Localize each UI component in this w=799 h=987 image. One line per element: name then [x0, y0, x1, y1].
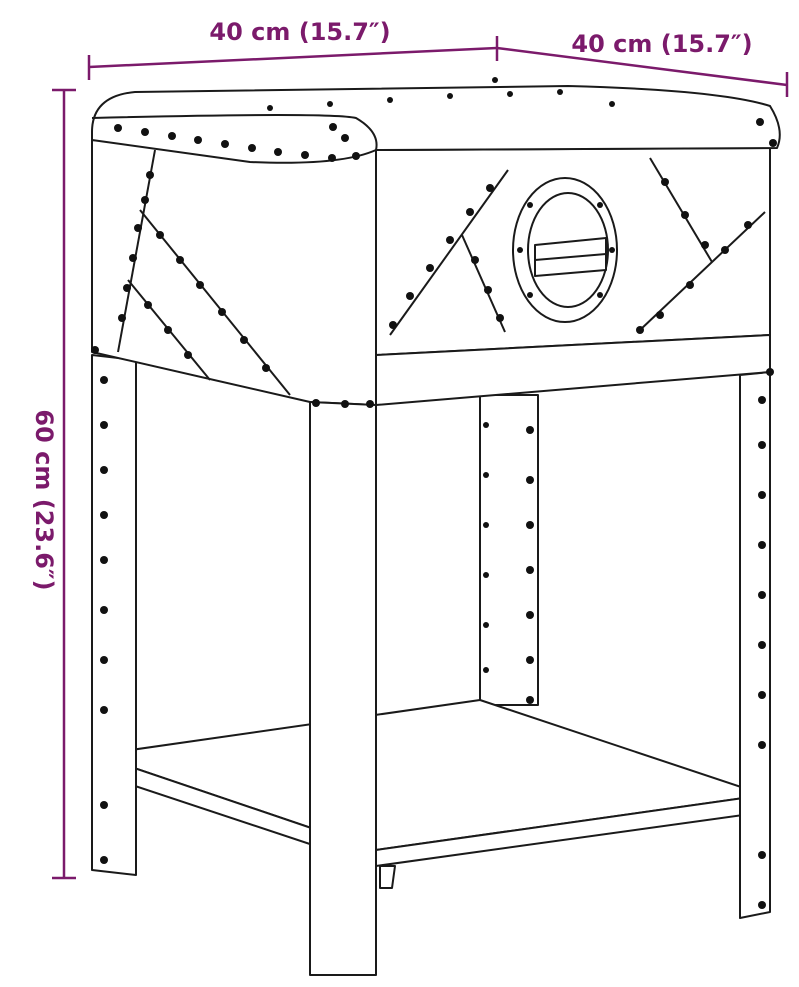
porthole-divider [534, 253, 607, 261]
nightstand [91, 85, 781, 976]
front-leg [309, 401, 377, 976]
shelf-support-front [379, 865, 396, 889]
tabletop-front-edge [91, 114, 378, 151]
left-leg [91, 354, 137, 876]
width-dimension-line [88, 46, 498, 69]
rivets [91, 77, 777, 909]
bottom-shelf-top [95, 699, 766, 851]
depth-dimension-label: 40 cm (15.7″) [571, 30, 752, 58]
dimension-lines [52, 36, 789, 880]
back-leg [479, 394, 539, 706]
width-dimension-label: 40 cm (15.7″) [209, 18, 390, 46]
height-dimension-label: 60 cm (23.6″) [30, 409, 58, 590]
depth-dimension-line [496, 46, 788, 87]
